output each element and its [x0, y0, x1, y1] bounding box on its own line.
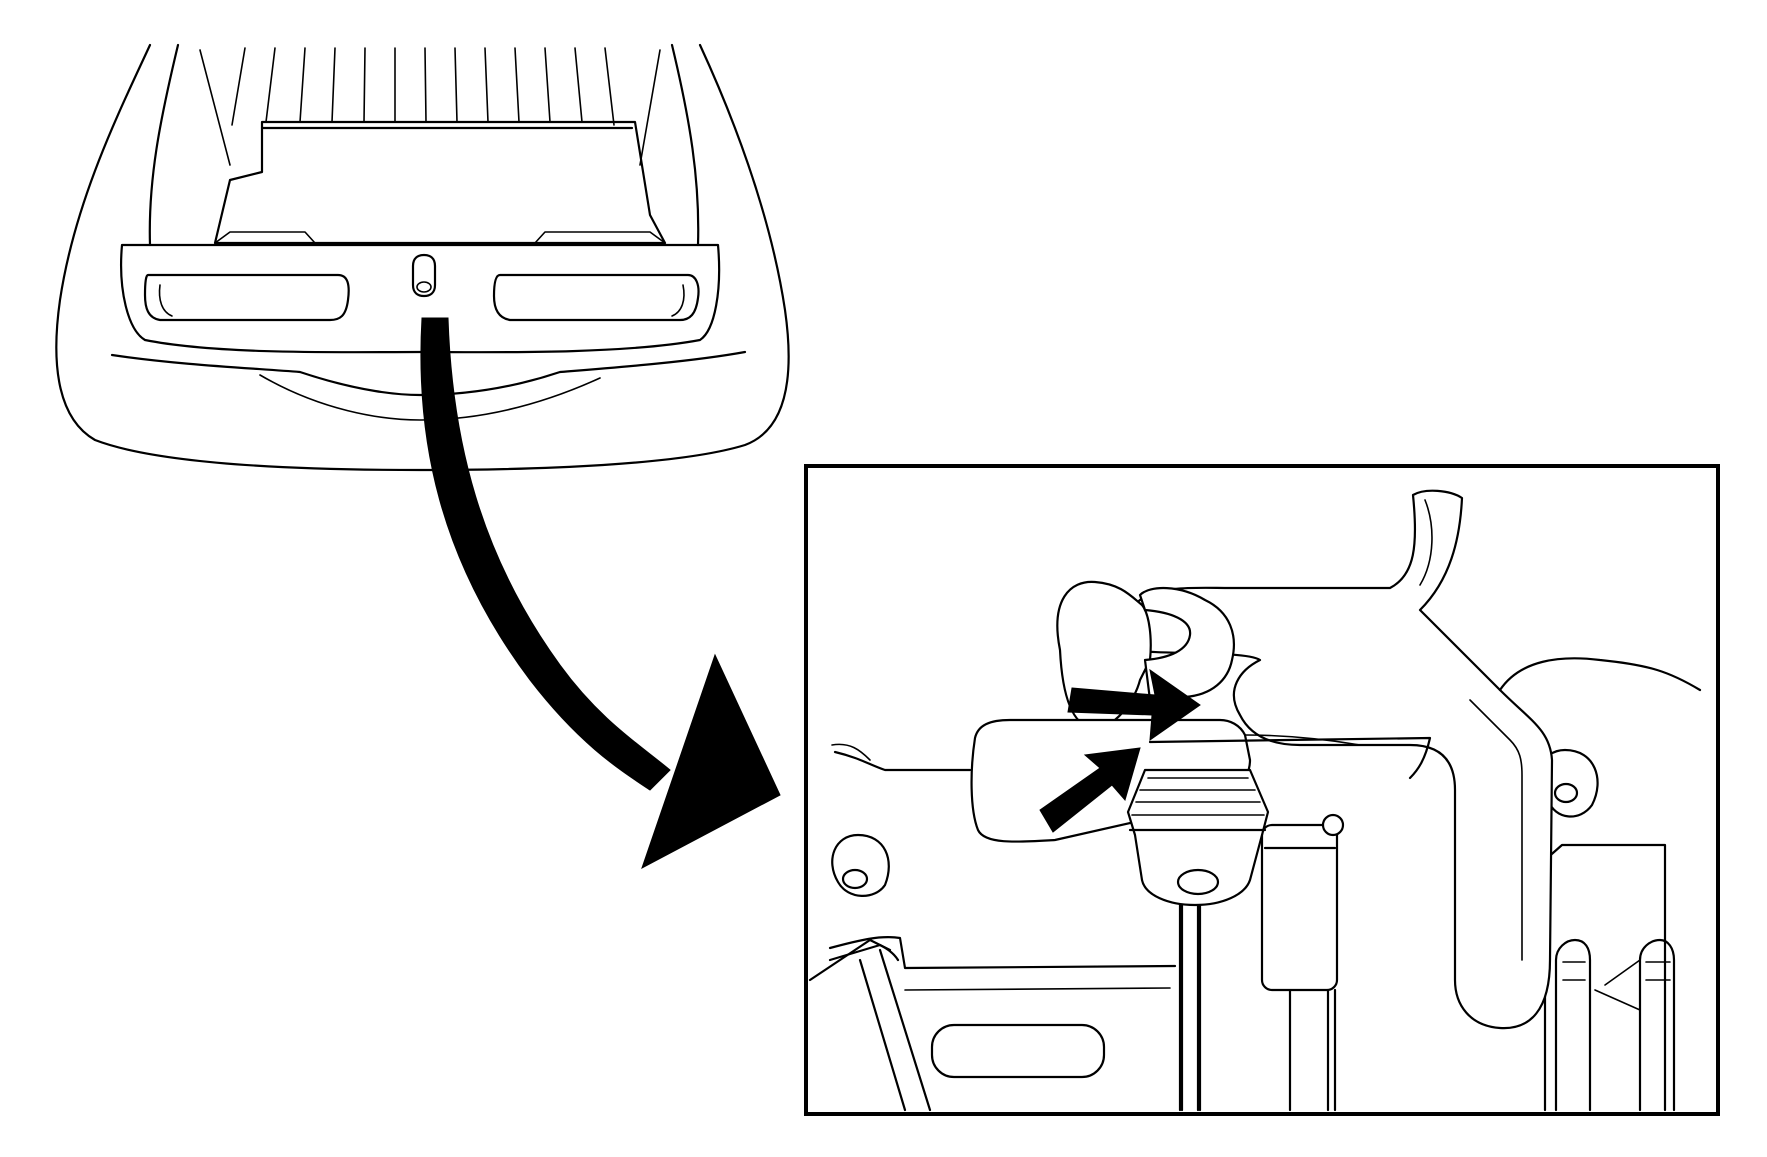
right-rear-pillar: [670, 43, 700, 247]
cargo-floor-right: [534, 231, 666, 244]
cargo-left-step: [229, 129, 263, 181]
vehicle-body-outline: [55, 43, 790, 472]
left-mounting-hole: [831, 833, 890, 897]
detail-frame: [804, 464, 1720, 1116]
callout-arrow-lower: [1039, 747, 1141, 833]
rear-window-hatching: [199, 47, 661, 166]
right-tail-lamp: [492, 273, 700, 322]
rubber-bumper-stop: [1126, 768, 1270, 907]
cargo-floor-left: [214, 231, 316, 244]
lower-slot: [930, 1023, 1106, 1079]
panel-diagonal-1: [808, 938, 892, 982]
leader-arrow-shaft: [420, 317, 671, 791]
callout-arrow-upper: [1067, 668, 1201, 742]
leader-arrow: [420, 317, 781, 870]
bumper-lower-contour: [110, 350, 747, 397]
vehicle-rear-overview: [55, 43, 790, 472]
latch-plate-edge: [1148, 736, 1432, 780]
rear-bumper-fascia: [120, 243, 721, 354]
bumper-lower-curve: [259, 374, 601, 421]
panel-diagonal-2: [878, 948, 932, 1112]
cargo-opening: [213, 120, 667, 245]
panel-upper-edge: [833, 750, 972, 772]
latch-access-hole: [411, 253, 437, 298]
latch-jaw: [1138, 586, 1235, 702]
panel-lower-edge: [904, 987, 1171, 991]
striker-post: [1260, 823, 1339, 992]
leader-arrow-head: [641, 653, 781, 870]
left-rear-pillar: [148, 43, 180, 247]
left-tail-lamp: [143, 273, 350, 322]
body-panel-top: [1498, 657, 1702, 692]
panel-diagonal-3: [858, 958, 907, 1112]
detail-inset: [804, 464, 1720, 1116]
panel-mid-edge: [828, 936, 1177, 970]
